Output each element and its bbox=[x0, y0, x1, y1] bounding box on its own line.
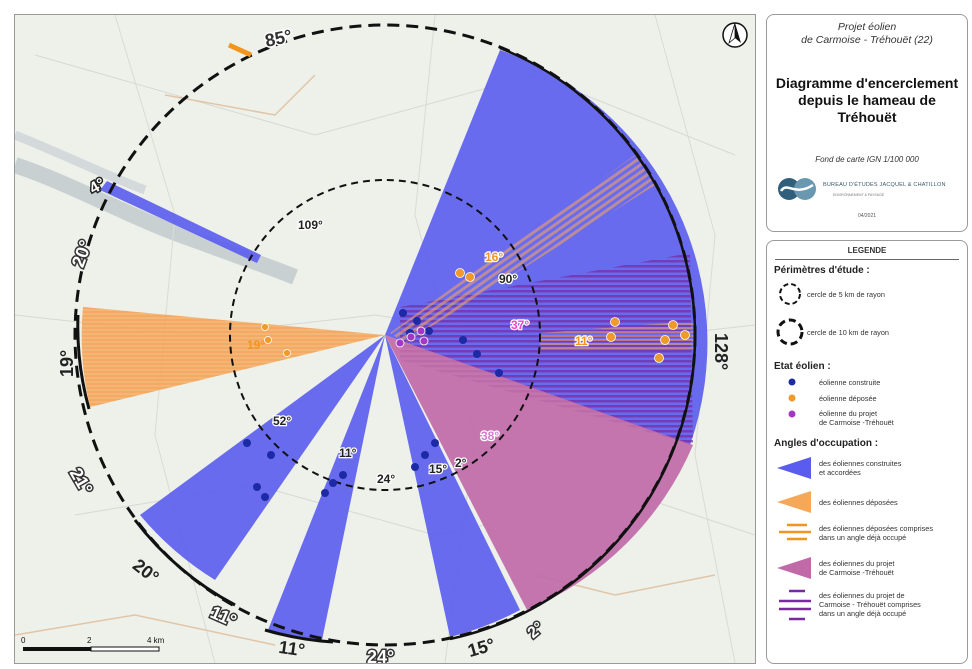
page-title: Diagramme d'encerclement depuis le hamea… bbox=[767, 75, 967, 126]
etat-heading: Etat éolien : bbox=[774, 361, 831, 372]
label-in-15: 15° bbox=[429, 462, 447, 476]
deposited-in-angle-swatch-icon bbox=[779, 523, 811, 541]
legend-built-angle: des éoliennes construites et accordées bbox=[819, 459, 963, 477]
legend-project-dot: éolienne du projet de Carmoise -Tréhouët bbox=[819, 409, 963, 427]
scale-four: 4 km bbox=[147, 636, 165, 645]
project-turbine-dot-icon bbox=[788, 410, 796, 418]
sector-built-11 bbox=[268, 335, 385, 640]
deposited-turbine-dot-icon bbox=[788, 394, 796, 402]
occupation-sectors bbox=[81, 50, 708, 640]
label-in-37: 37° bbox=[511, 318, 529, 332]
label-in-2: 2° bbox=[455, 456, 467, 470]
legend-panel: LEGENDE Périmètres d'étude : cercle de 5… bbox=[766, 240, 968, 664]
study-rings bbox=[73, 23, 697, 647]
label-in-16: 16° bbox=[485, 250, 503, 264]
north-arrow-icon bbox=[722, 22, 748, 48]
legend-circle-5km: cercle de 5 km de rayon bbox=[807, 290, 885, 299]
legend-proj-angle-line-2: de Carmoise -Tréhouët bbox=[819, 568, 894, 577]
scale-two: 2 bbox=[87, 636, 92, 645]
ring-5km bbox=[229, 179, 541, 491]
label-52: 52° bbox=[273, 414, 291, 428]
legend-project-in-angle: des éoliennes du projet de Carmoise - Tr… bbox=[819, 591, 963, 618]
built-angle-swatch-icon bbox=[777, 457, 811, 479]
sector-built-20 bbox=[140, 335, 385, 580]
legend-proj-in-line-2: Carmoise - Tréhouët comprises bbox=[819, 600, 921, 609]
legend-dep-in-line-1: des éoliennes déposées comprises bbox=[819, 524, 933, 533]
inner-angle-labels: 109° 52° 11° 24° 15° 2° 38° 37° 90° 16° … bbox=[247, 217, 594, 488]
legend-divider bbox=[775, 259, 959, 260]
ring-solid-sw bbox=[264, 628, 334, 644]
label-in-90: 90° bbox=[499, 272, 517, 286]
built-turbines bbox=[243, 309, 503, 501]
legend-dep-in-line-2: dans un angle déjà occupé bbox=[819, 533, 907, 542]
label-128: 128° bbox=[711, 333, 731, 370]
sector-deposited-east bbox=[540, 321, 695, 351]
scale-bar: 0 2 4 km bbox=[21, 636, 165, 652]
legend-proj-angle-line-1: des éoliennes du projet bbox=[819, 559, 895, 568]
label-in-24: 24° bbox=[377, 472, 395, 486]
legend-project-dot-line-2: de Carmoise -Tréhouët bbox=[819, 418, 894, 427]
project-line-2: de Carmoise - Tréhouët (22) bbox=[801, 34, 933, 46]
legend-deposited-angle: des éoliennes déposées bbox=[819, 498, 898, 507]
title-line-2: depuis le hameau de bbox=[798, 92, 936, 108]
project-in-angle-swatch-icon bbox=[779, 589, 811, 621]
label-19: 19° bbox=[57, 350, 77, 377]
label-11-b: 11° bbox=[277, 637, 306, 660]
deposited-angle-swatch-icon bbox=[777, 491, 811, 513]
legend-deposited-in-angle: des éoliennes déposées comprises dans un… bbox=[819, 524, 963, 542]
circle-5km-swatch-icon bbox=[779, 283, 801, 305]
sector-built-15 bbox=[385, 335, 520, 637]
legend-proj-in-line-1: des éoliennes du projet de bbox=[819, 591, 905, 600]
label-24: 24° bbox=[367, 647, 394, 663]
label-in-38: 38° bbox=[481, 429, 499, 443]
legend-circle-10km: cercle de 10 km de rayon bbox=[807, 328, 889, 337]
scale-zero: 0 bbox=[21, 636, 26, 645]
title-panel: Projet éolien de Carmoise - Tréhouët (22… bbox=[766, 14, 968, 232]
label-in-11: 11° bbox=[339, 446, 357, 460]
legend-project-dot-line-1: éolienne du projet bbox=[819, 409, 878, 418]
label-109: 109° bbox=[298, 218, 323, 232]
circle-10km-swatch-icon bbox=[776, 318, 804, 346]
logo-text: BUREAU D'ÉTUDES JACQUEL & CHATILLON bbox=[823, 182, 946, 188]
wind-turbines bbox=[243, 268, 690, 501]
map-area[interactable]: 85° 4° 20° 19° 21° 20° 11° 11° 24° 15° 2… bbox=[14, 14, 756, 664]
label-in-19: 19° bbox=[247, 338, 265, 352]
perimeters-heading: Périmètres d'étude : bbox=[774, 265, 870, 276]
legend-proj-in-line-3: dans un angle déjà occupé bbox=[819, 609, 907, 618]
title-line-1: Diagramme d'encerclement bbox=[775, 75, 959, 91]
legend-built-angle-line-1: des éoliennes construites bbox=[819, 459, 902, 468]
legend-deposited-dot: éolienne déposée bbox=[819, 394, 877, 403]
sector-deposited-in-angle bbox=[390, 155, 655, 343]
deposited-marker-85 bbox=[227, 42, 253, 58]
built-turbine-dot-icon bbox=[788, 378, 796, 386]
deposited-turbines bbox=[261, 268, 690, 363]
ring-solid-east bbox=[449, 46, 697, 641]
legend-built-angle-line-2: et accordées bbox=[819, 468, 861, 477]
project-line-1: Projet éolien bbox=[837, 21, 897, 33]
legend-project-angle: des éoliennes du projet de Carmoise -Tré… bbox=[819, 559, 963, 577]
issue-date: 04/2021 bbox=[857, 213, 877, 219]
legend-title: LEGENDE bbox=[847, 246, 887, 255]
label-85: 85° bbox=[263, 26, 294, 51]
sector-deposited-19-hatch bbox=[81, 307, 385, 407]
company-logo: BUREAU D'ÉTUDES JACQUEL & CHATILLON ENVI… bbox=[775, 171, 963, 207]
logo-subtext: ENVIRONNEMENT & PAYSAGE bbox=[833, 193, 885, 197]
project-angle-swatch-icon bbox=[777, 557, 811, 579]
title-line-3: Tréhouët bbox=[837, 109, 897, 125]
ring-solid-west bbox=[76, 314, 91, 410]
encirclement-diagram: 85° 4° 20° 19° 21° 20° 11° 11° 24° 15° 2… bbox=[15, 15, 755, 663]
label-in-11-orange: 11° bbox=[575, 334, 593, 348]
project-turbines bbox=[395, 326, 429, 348]
legend-built-dot: éolienne construite bbox=[819, 378, 881, 387]
angles-heading: Angles d'occupation : bbox=[774, 438, 879, 449]
logo-emblem-icon bbox=[778, 178, 816, 200]
base-map-credit: Fond de carte IGN 1/100 000 bbox=[815, 155, 919, 164]
ring-solid-s bbox=[133, 519, 236, 607]
sector-built-4 bbox=[100, 181, 261, 263]
